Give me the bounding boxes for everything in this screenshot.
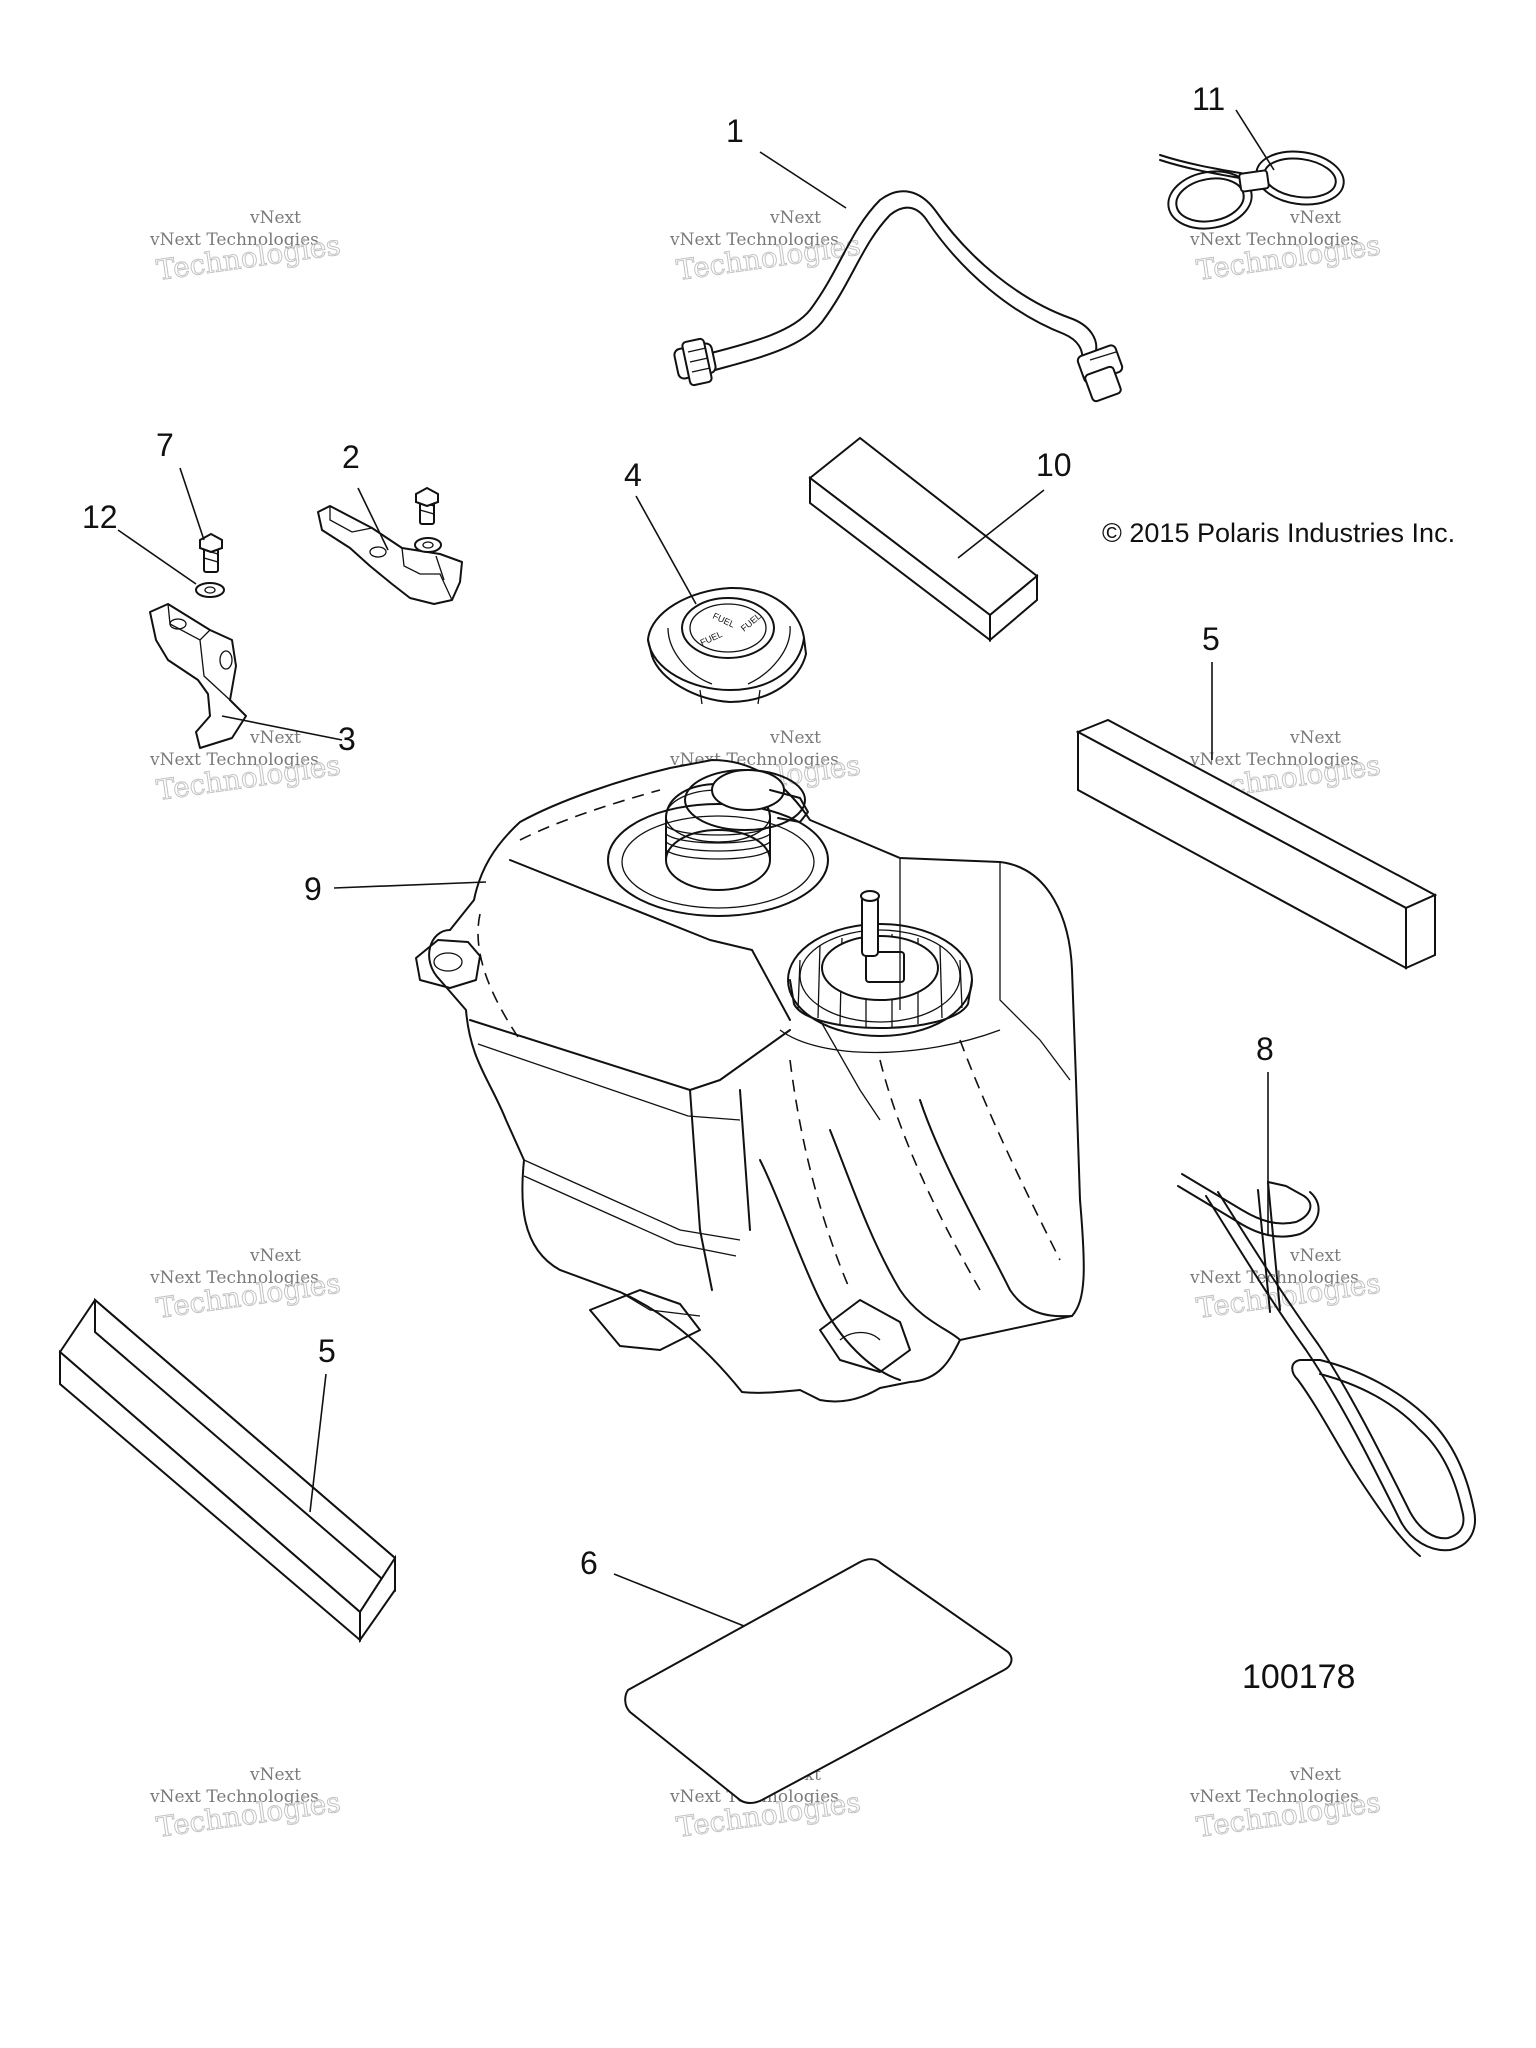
part-washer-12[interactable] [195,582,225,598]
svg-text:vNext: vNext [249,208,301,228]
leader-5-left [309,1373,327,1513]
svg-text:vNext Technologies: vNext Technologies [149,1268,319,1288]
svg-text:vNext: vNext [249,1765,301,1785]
svg-text:FUEL: FUEL [739,611,763,633]
leader-lines [117,109,1275,1627]
leader-3 [221,715,343,741]
callout-9: 9 [304,871,322,907]
callout-5-left: 5 [318,1333,336,1369]
part-foam-block-5-left[interactable] [58,1297,397,1644]
part-bolt-7[interactable] [199,532,223,573]
bolt-with-washer[interactable] [414,486,442,553]
fuel-line-connector-left [673,337,717,387]
leader-2 [357,487,389,551]
callout-1: 1 [726,113,744,149]
leader-9 [333,881,487,889]
part-vent-hose[interactable] [1177,1173,1476,1557]
svg-text:vNext Technologies: vNext Technologies [1189,230,1359,250]
callout-labels: 1 2 3 4 5 5 6 7 8 9 10 11 12 [82,81,1274,1581]
svg-text:vNext Technologies: vNext Technologies [149,1787,319,1807]
part-bracket-2[interactable] [317,505,463,605]
svg-text:vNext: vNext [769,208,821,228]
callout-8: 8 [1256,1031,1274,1067]
part-foam-block-10[interactable] [808,436,1039,643]
part-bracket-3[interactable] [149,603,247,749]
watermark: vNext vNext Technologies Technologies [149,1765,343,1844]
callout-11: 11 [1192,81,1225,117]
callout-7: 7 [156,427,174,463]
svg-text:FUEL: FUEL [699,629,724,648]
svg-text:FUEL: FUEL [711,611,736,630]
watermark: vNext vNext Technologies Technologies [669,208,863,287]
part-fuel-line[interactable] [673,190,1124,403]
leader-11 [1235,109,1275,171]
leader-10 [957,489,1045,559]
part-fuel-tank[interactable] [415,758,1085,1403]
watermark: vNext vNext Technologies Technologies [149,208,343,287]
svg-text:vNext Technologies: vNext Technologies [149,230,319,250]
watermark: vNext vNext Technologies Technologies [149,1246,343,1325]
callout-4: 4 [624,457,642,493]
svg-text:vNext Technologies: vNext Technologies [1189,1787,1359,1807]
callout-2: 2 [342,439,360,475]
callout-3: 3 [338,721,356,757]
fuel-line-connector-right [1076,344,1124,403]
part-fuel-cap[interactable]: FUEL FUEL FUEL [647,586,807,705]
part-foam-block-5-right[interactable] [1075,718,1438,970]
svg-text:vNext: vNext [249,728,301,748]
leader-6 [613,1573,745,1627]
svg-text:vNext: vNext [1289,208,1341,228]
part-pad-6[interactable] [624,1558,1013,1804]
callout-10: 10 [1036,447,1072,483]
figure-number: 100178 [1242,1658,1355,1696]
callout-6: 6 [580,1545,598,1581]
watermark: vNext vNext Technologies Technologies [1189,1765,1383,1844]
svg-text:vNext: vNext [1289,1765,1341,1785]
svg-text:vNext: vNext [1289,1246,1341,1266]
callout-12: 12 [82,499,118,535]
watermark: vNext vNext Technologies Technologies [1189,1246,1383,1325]
svg-text:vNext: vNext [249,1246,301,1266]
svg-text:vNext Technologies: vNext Technologies [149,750,319,770]
leader-12 [117,529,197,585]
svg-text:vNext: vNext [1289,728,1341,748]
leader-7 [179,467,205,541]
leader-4 [635,495,697,605]
callout-5-right: 5 [1202,621,1220,657]
svg-text:vNext Technologies: vNext Technologies [669,230,839,250]
copyright-notice: © 2015 Polaris Industries Inc. [1102,518,1455,548]
svg-text:vNext Technologies: vNext Technologies [1189,750,1359,770]
leader-1 [759,151,847,209]
watermark: vNext vNext Technologies Technologies [149,728,343,807]
part-tie-strap[interactable] [1159,146,1347,235]
svg-text:vNext: vNext [769,728,821,748]
